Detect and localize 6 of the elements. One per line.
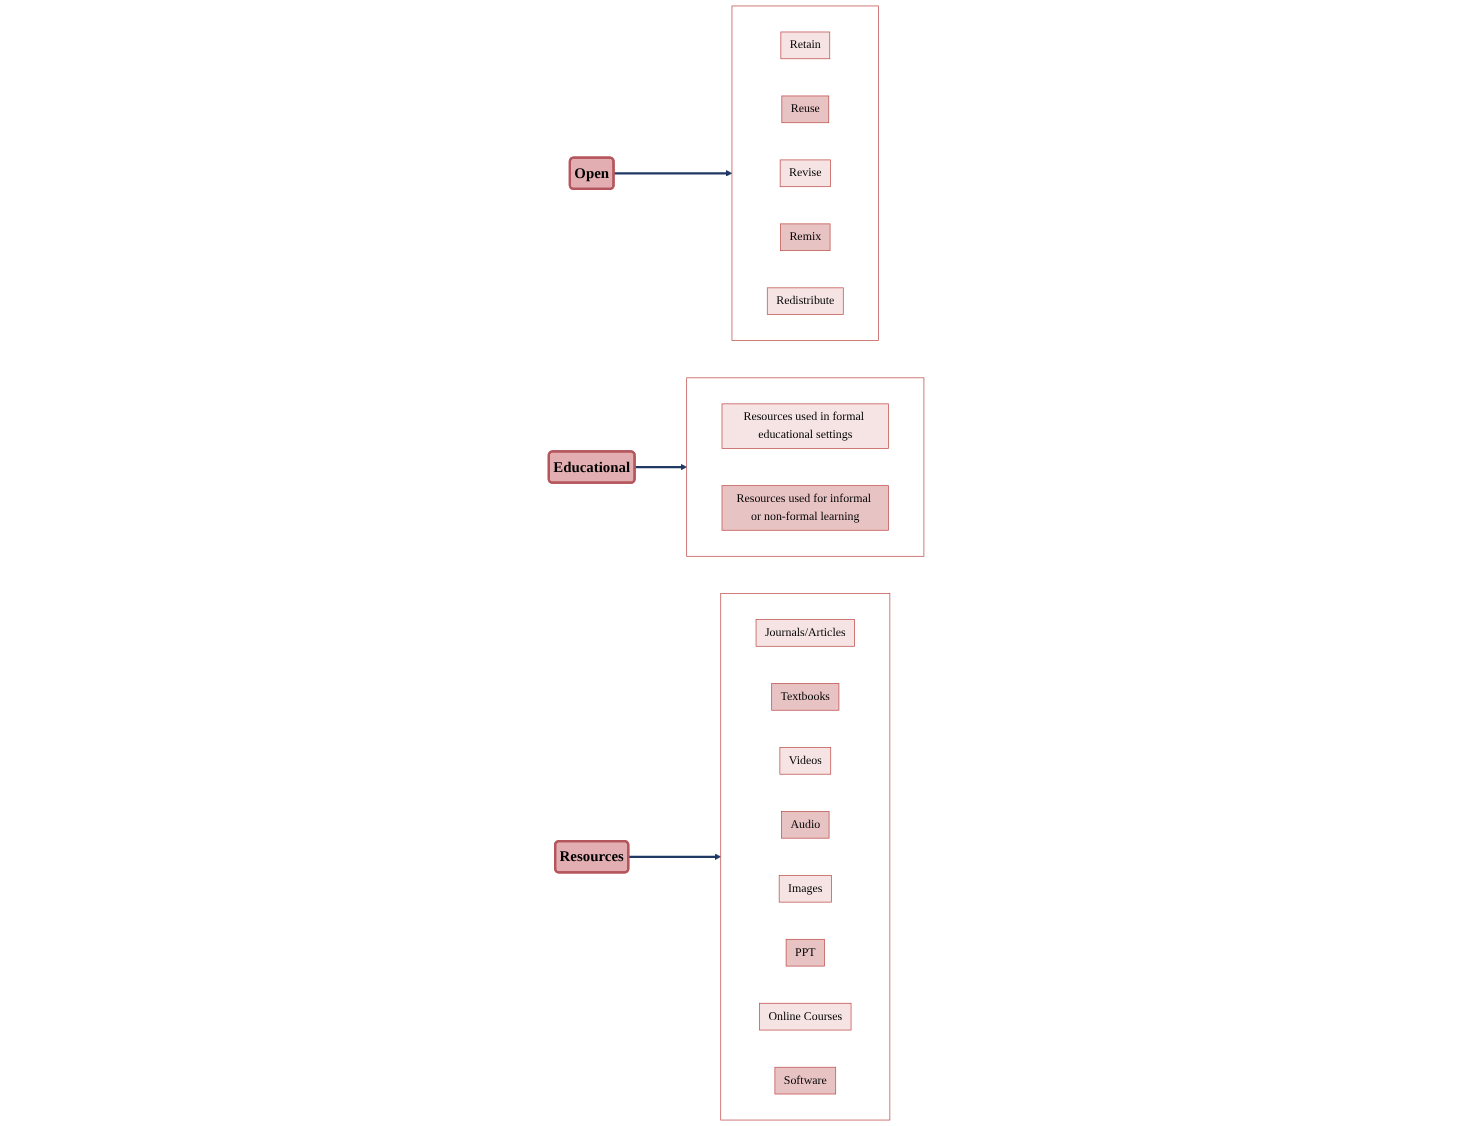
cluster — [731, 5, 879, 341]
arrow — [613, 170, 732, 177]
arrow — [634, 463, 687, 471]
cluster — [719, 593, 890, 1121]
cluster — [685, 377, 924, 557]
arrow — [627, 853, 721, 861]
